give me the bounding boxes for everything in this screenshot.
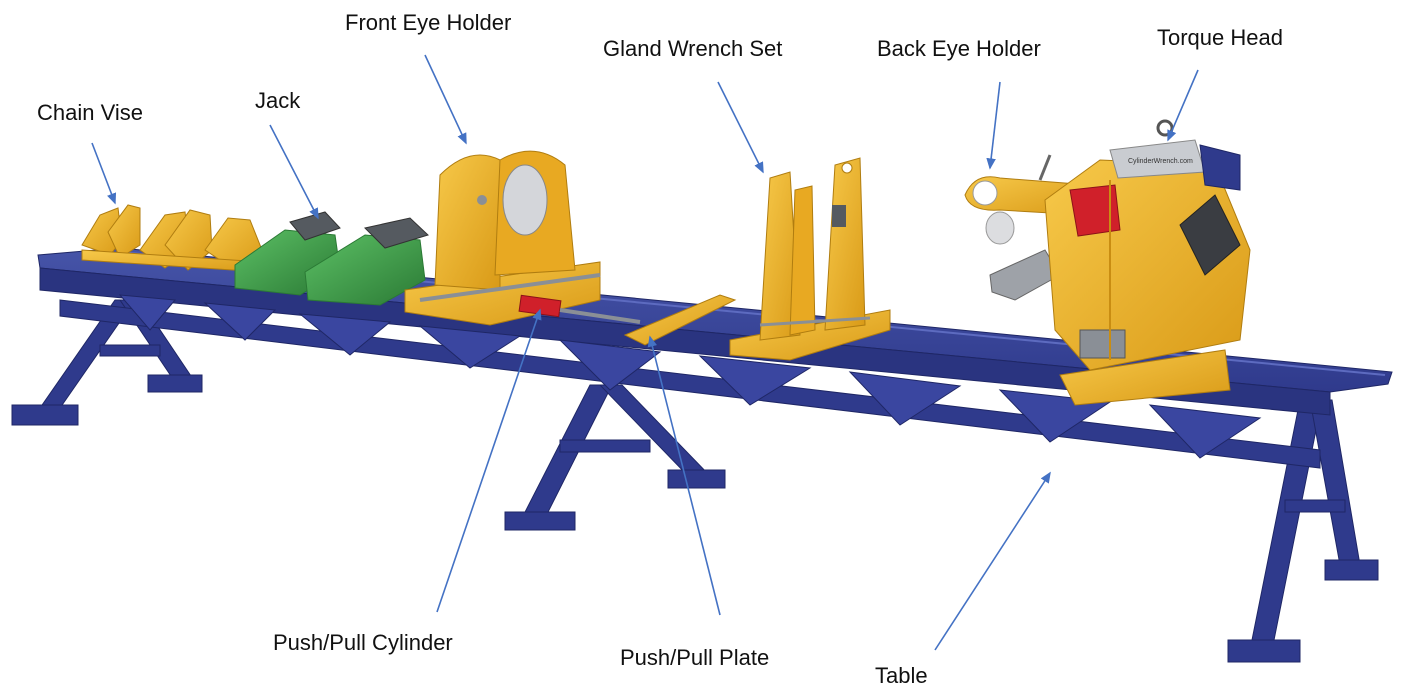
- label-torque-head: Torque Head: [1157, 25, 1283, 50]
- leg-right: [1227, 399, 1379, 663]
- arrow-pointer-icon: [934, 471, 1051, 651]
- chain-vise-component: [81, 204, 263, 273]
- arrow-pointer-icon: [91, 142, 117, 205]
- label-chain-vise: Chain Vise: [37, 100, 143, 125]
- label-front-eye-holder: Front Eye Holder: [345, 10, 512, 35]
- arrow-pointer-icon: [269, 124, 319, 220]
- arrow-pointer-icon: [647, 335, 721, 616]
- push-pull-plate-component: [623, 294, 737, 346]
- arrow-pointer-icon: [424, 54, 467, 145]
- arrow-pointer-icon: [436, 308, 542, 613]
- torque-head-plate-text: CylinderWrench.com: [1128, 158, 1193, 165]
- label-jack: Jack: [255, 88, 301, 113]
- label-back-eye-holder: Back Eye Holder: [877, 36, 1041, 61]
- label-push-pull-plate: Push/Pull Plate: [620, 645, 770, 670]
- arrow-pointer-icon: [986, 81, 1001, 170]
- front-eye-holder-component: [404, 150, 601, 326]
- leg-middle: [504, 384, 726, 531]
- table-beam-side: [39, 267, 1331, 416]
- pointer-arrows: [91, 54, 1199, 651]
- jack-component: [234, 211, 429, 306]
- arrow-pointer-icon: [1167, 69, 1199, 142]
- arrow-pointer-icon: [717, 81, 764, 174]
- gland-wrench-set-component: [729, 157, 891, 361]
- torque-head-component: CylinderWrench.com: [1044, 119, 1251, 406]
- label-gland-wrench-set: Gland Wrench Set: [603, 36, 783, 61]
- label-table: Table: [875, 663, 928, 688]
- label-push-pull-cylinder: Push/Pull Cylinder: [273, 630, 453, 655]
